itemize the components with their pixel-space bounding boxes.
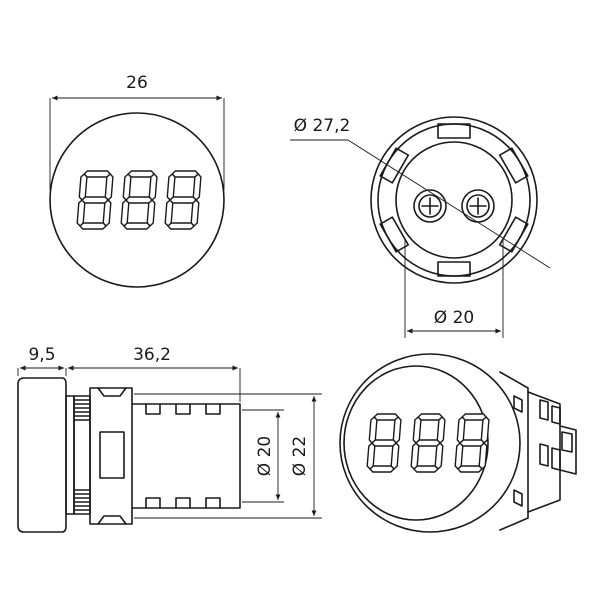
dim-bezel-depth-label: 9,5 (28, 345, 55, 365)
digit-segment (457, 465, 483, 473)
side-nut-chamfer-bottom (97, 515, 127, 525)
rear-housing-circle (377, 123, 531, 277)
digit-segment (368, 416, 378, 444)
digit-segment (167, 222, 195, 230)
side-thread (73, 395, 91, 515)
digit-segment (436, 416, 446, 444)
rear-clip-tab (437, 123, 471, 139)
iso-clip-top (539, 399, 561, 425)
dim-body-length-label: 36,2 (133, 345, 171, 365)
rear-clip-tab (437, 261, 471, 277)
front-digit-2 (120, 170, 158, 230)
side-nut-chamfer-top (97, 387, 127, 397)
iso-body-rear (527, 391, 561, 513)
dim-body-small-diameter-label: Ø 20 (255, 436, 275, 476)
dim-rear-outer-diameter-label: Ø 27,2 (294, 116, 351, 136)
digit-segment (104, 173, 114, 201)
digit-segment (415, 439, 441, 447)
digit-segment (76, 199, 86, 227)
digit-segment (456, 416, 466, 444)
digit-segment (454, 442, 464, 470)
digit-segment (478, 442, 488, 470)
dim-front-width-label: 26 (126, 73, 148, 93)
iso-clip-mid (539, 443, 561, 471)
digit-segment (81, 196, 109, 204)
digit-segment (78, 173, 88, 201)
digit-segment (434, 442, 444, 470)
digit-segment (171, 170, 199, 178)
digit-segment (461, 413, 487, 421)
side-body-slots-bottom (145, 497, 221, 509)
digit-segment (417, 413, 443, 421)
digit-segment (164, 199, 174, 227)
digit-segment (480, 416, 490, 444)
rear-clip-tab (379, 147, 410, 184)
digit-segment (373, 413, 399, 421)
iso-rear-slot (561, 431, 573, 453)
iso-nut-notch-bottom (513, 489, 523, 507)
rear-clip-tab (498, 147, 529, 184)
dim-272-diameter-line (347, 139, 551, 269)
front-view: 26 (49, 73, 225, 288)
side-view: 9,5 36,2 Ø 20 Ø 22 (17, 345, 322, 533)
iso-digit-1 (366, 413, 402, 473)
digit-segment (79, 222, 107, 230)
rear-clip-tabs (379, 123, 529, 277)
digit-segment (459, 439, 485, 447)
digit-segment (410, 442, 420, 470)
side-nut-window (99, 431, 125, 479)
side-flange (65, 395, 75, 515)
digit-segment (146, 199, 156, 227)
side-body (131, 403, 241, 509)
side-nut (89, 387, 133, 525)
digit-segment (125, 196, 153, 204)
perspective-view (339, 353, 577, 533)
iso-rear-cap (559, 425, 577, 475)
digit-segment (369, 465, 395, 473)
side-bezel (17, 377, 67, 533)
digit-segment (190, 199, 200, 227)
digit-segment (127, 170, 155, 178)
terminal-screw-left (413, 189, 447, 223)
digit-segment (169, 196, 197, 204)
digit-segment (123, 222, 151, 230)
digit-segment (120, 199, 130, 227)
digit-segment (392, 416, 402, 444)
digit-segment (412, 416, 422, 444)
iso-body-outline (499, 371, 529, 531)
front-digit-1 (76, 170, 114, 230)
digit-segment (166, 173, 176, 201)
terminal-screw-right (461, 189, 495, 223)
side-body-slots-top (145, 403, 221, 415)
front-bezel-outline (49, 112, 225, 288)
rear-inner-circle (395, 141, 513, 259)
dim-rear-inner-diameter-label: Ø 20 (434, 308, 474, 328)
rear-clip-tab (498, 216, 529, 253)
digit-segment (83, 170, 111, 178)
iso-digit-3 (454, 413, 490, 473)
digit-segment (192, 173, 202, 201)
digit-segment (366, 442, 376, 470)
iso-nut-notch-top (513, 395, 523, 413)
front-seven-segment-display (76, 170, 202, 230)
digit-segment (102, 199, 112, 227)
iso-digit-2 (410, 413, 446, 473)
digit-segment (371, 439, 397, 447)
digit-segment (390, 442, 400, 470)
rear-view: Ø 27,2 Ø 20 (290, 116, 551, 338)
rear-clip-tab (379, 216, 410, 253)
digit-segment (413, 465, 439, 473)
digit-segment (148, 173, 158, 201)
front-digit-3 (164, 170, 202, 230)
digit-segment (122, 173, 132, 201)
thread-lines (73, 395, 91, 515)
rear-outer-ring (370, 116, 538, 284)
iso-seven-segment-display (366, 413, 490, 473)
dim-body-large-diameter-label: Ø 22 (290, 436, 310, 476)
